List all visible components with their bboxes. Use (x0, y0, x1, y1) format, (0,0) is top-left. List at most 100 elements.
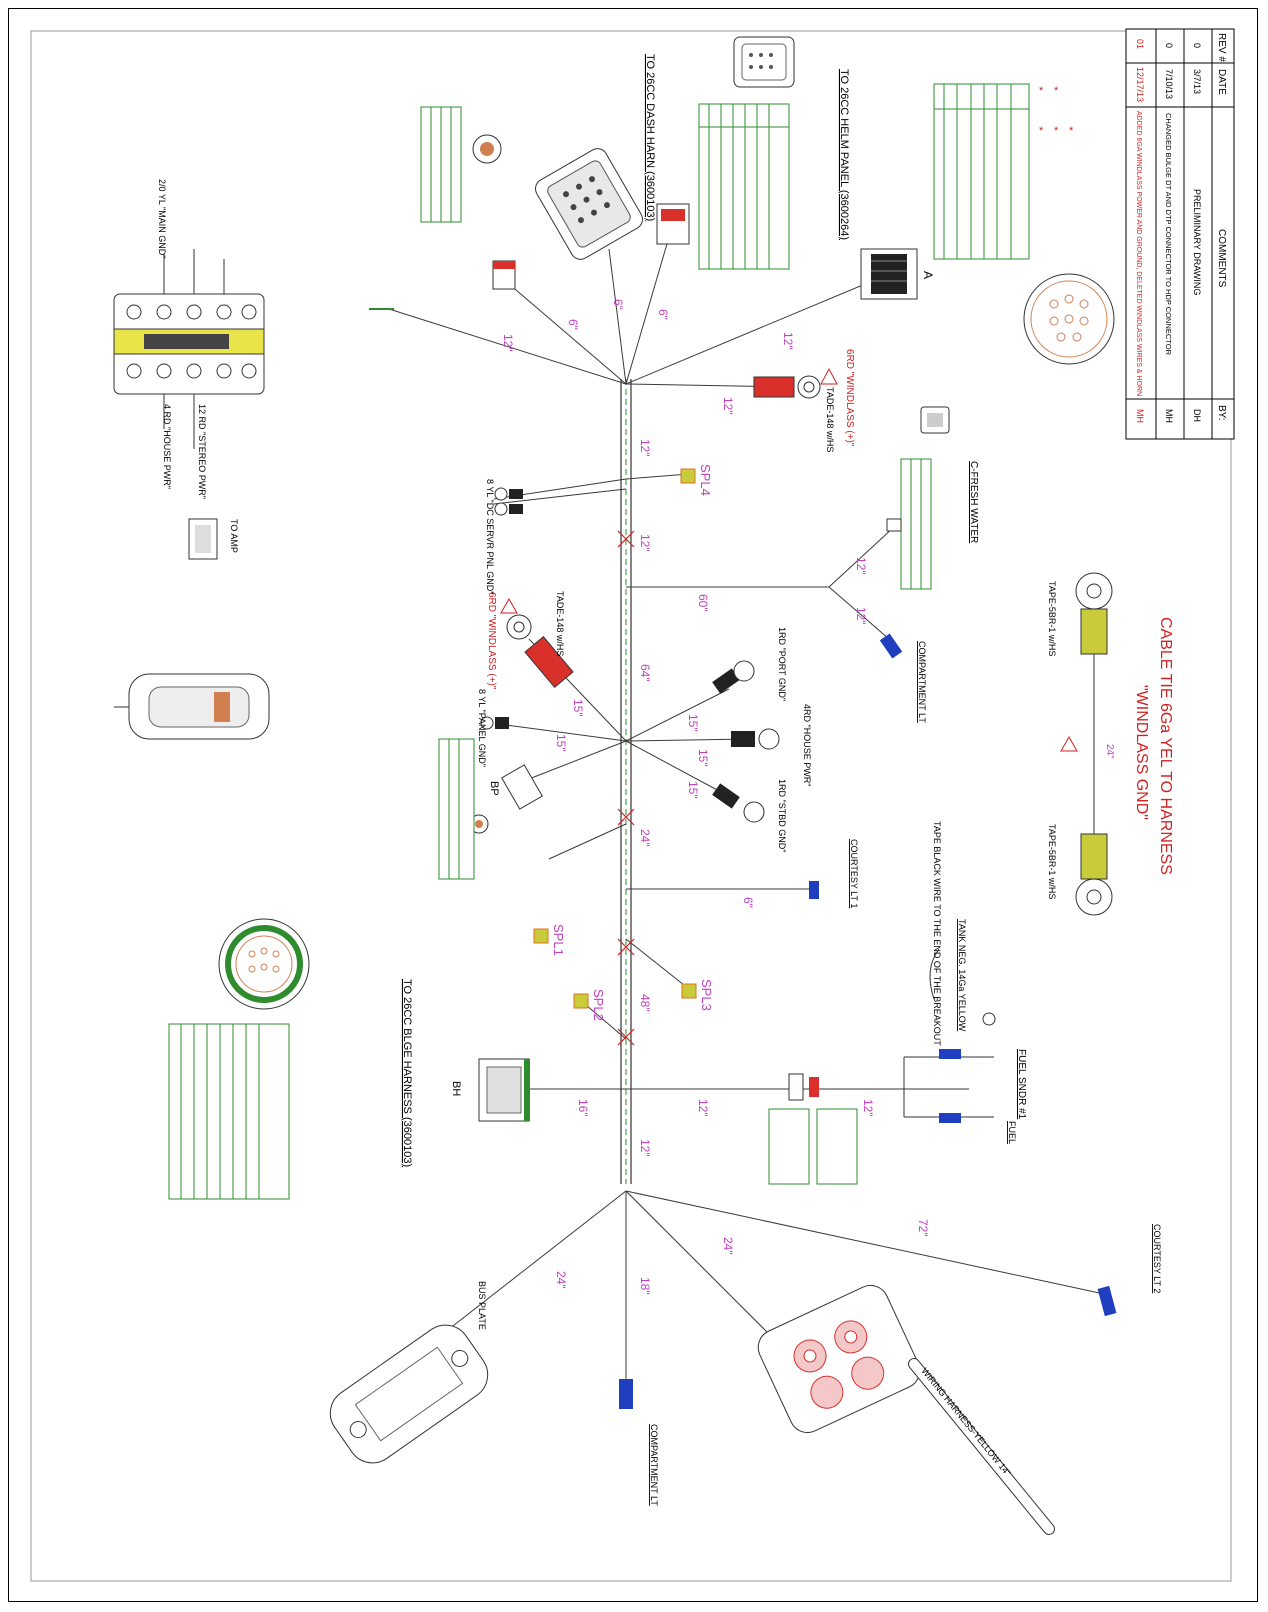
splice-label: SPL2 (591, 989, 606, 1021)
connector-a: A (860, 248, 935, 300)
length-label: 48" (638, 994, 652, 1012)
dash-connector-face (733, 36, 795, 88)
length-label: 15" (554, 734, 568, 752)
length-label: 12" (638, 534, 652, 552)
length-label: 72" (916, 1219, 930, 1237)
panel-gnd-label: 8 YL "PANEL GND" (477, 689, 487, 767)
amp-terminal (656, 203, 690, 245)
rev-row3-date: 12/17/13 (1135, 67, 1145, 102)
left-dsub (114, 673, 270, 740)
rev-header-date: DATE (1216, 69, 1227, 95)
rev-row2-rev: 0 (1164, 43, 1174, 48)
stbd-gnd-label: 1RD "STBD GND" (777, 779, 787, 852)
rev-markers: * * * * * (1039, 85, 1074, 137)
length-label: 12" (854, 607, 868, 625)
connector-a-label: A (921, 271, 935, 279)
ring-terminals-spl4: 8 YL "DC SERVR PNL GND" (485, 479, 523, 594)
rev-row3-rev: 01 (1135, 39, 1145, 49)
bilge-pin-table (168, 1023, 290, 1200)
svg-text:*: * (1054, 125, 1059, 137)
splice-label: SPL1 (551, 924, 566, 956)
wire-to-relay (508, 283, 627, 385)
length-label: 60" (696, 594, 710, 612)
dash-connector-table (698, 103, 790, 270)
bus-plate-label: BUS PLATE (477, 1281, 487, 1330)
rev-row2-date: 7/10/13 (1164, 69, 1174, 99)
courtesy-1-label: COURTESY LT 1 (849, 839, 859, 908)
port-gnd-label: 1RD "PORT GND" (777, 627, 787, 701)
cable-tie-callout-1: CABLE TIE 6Ga YEL TO HARNESS (1157, 617, 1174, 875)
wire-to-connector-a (625, 273, 890, 385)
relay-table (420, 106, 462, 223)
length-label: 12" (861, 1099, 875, 1117)
splice-label: SPL3 (699, 979, 714, 1011)
length-label: 6" (611, 299, 625, 310)
splice-label: SPL4 (698, 464, 713, 496)
harness-diagram: REV # DATE COMMENTS BY: 0 3/7/13 PRELIMI… (30, 28, 1235, 1582)
wire-ring-2 (493, 488, 627, 505)
rev-row1-rev: 0 (1192, 43, 1202, 48)
wire-bus-plate (448, 1190, 627, 1330)
length-label: 12" (854, 557, 868, 575)
wire-bp (528, 740, 627, 780)
wire-spl4 (625, 473, 690, 480)
wire-fresh-water (828, 526, 895, 588)
panel-gnd-terminal: 8 YL "PANEL GND" (477, 689, 509, 767)
wire-spl1-link (548, 823, 627, 860)
cable-tie-callout-2: "WINDLASS GND" (1133, 685, 1150, 820)
fresh-water-label: C-FRESH WATER (968, 461, 979, 543)
length-label: 6" (566, 319, 580, 330)
fuel-sndr-label: FUEL SNDR #1 (1016, 1049, 1027, 1120)
windlass-terminal-mid: 6RD "WINDLASS (+)" TADE-148 w/HS (486, 591, 574, 690)
stereo-pwr-label: 12 RD "STEREO PWR" (197, 404, 207, 499)
rev-row2-by: MH (1164, 409, 1174, 423)
bus-plate-device (329, 1324, 489, 1464)
courtesy-lt-lower: COMPARTMENT LT (619, 1379, 659, 1506)
rev-row2-comment: CHANGED BULGE DT AND DTP CONNECTOR TO HD… (1164, 113, 1173, 356)
length-label: 24" (554, 1271, 568, 1289)
inner-frame (30, 30, 1232, 1582)
wire-courtesy-2 (625, 1190, 1105, 1295)
connector-a-face (1023, 273, 1115, 365)
dash-plug (535, 148, 643, 260)
left-bus-bar: 2/0 YL "MAIN GND" 4 RD "HOUSE PWR" 12 RD… (113, 179, 265, 499)
bilge-round-connector (218, 918, 310, 1010)
wire-stbd-gnd (625, 740, 735, 800)
splice-spl2: SPL2 (573, 989, 606, 1021)
yellow-harness-tube: WIRING HARNESS-YELLOW 14" (908, 1358, 1055, 1535)
courtesy-lower-label: COMPARTMENT LT (649, 1424, 659, 1506)
courtesy-lt-2: COURTESY LT 2 (1097, 1224, 1162, 1317)
length-label: 12" (638, 439, 652, 457)
fresh-water-connector: C-FRESH WATER COMPARTMENT LT (879, 406, 979, 723)
svg-text:*: * (1039, 85, 1044, 97)
fuel-gauge-label: FUEL (1007, 1121, 1017, 1144)
wire-spl3-link (625, 938, 690, 990)
fuel-sender: FUEL SNDR #1 FUEL TANK NEG. 14Ga YELLOW … (768, 821, 1027, 1185)
rev-row1-by: DH (1192, 409, 1202, 422)
cable-tie-assembly: 24" TAPE-5BR-1 w/HS TAPE-5BR-1 w/HS (1047, 572, 1115, 916)
splice-spl4: SPL4 (680, 464, 713, 496)
courtesy-2-label: COURTESY LT 2 (1152, 1224, 1162, 1293)
length-label: 12" (501, 334, 515, 352)
tank-neg-label: TANK NEG. 14Ga YELLOW (957, 919, 967, 1032)
svg-text:*: * (1069, 125, 1074, 137)
dash-harn-callout: TO 26CC DASH HARN (3600103) (644, 54, 656, 221)
length-label: 64" (638, 664, 652, 682)
terminal-part-note: TADE-148 w/HS (825, 387, 835, 452)
wire-panel-gnd (498, 723, 627, 742)
length-label: 24" (721, 1237, 735, 1255)
tie-length: 24" (1104, 744, 1115, 759)
windlass-callout-mid: 6RD "WINDLASS (+)" (486, 592, 497, 690)
house-pwr-terminal: 4RD "HOUSE PWR" (731, 704, 812, 786)
helm-panel-callout: TO 26CC HELM PANEL (3600264) (838, 69, 850, 240)
house-pwr-2-label: 4RD "HOUSE PWR" (802, 704, 812, 786)
rev-header-by: BY: (1216, 405, 1227, 421)
harness-tube-label: WIRING HARNESS-YELLOW 14" (919, 1366, 1012, 1478)
wire-to-helm (625, 236, 670, 385)
splice-spl1: SPL1 (533, 924, 566, 956)
wire-to-gauge (388, 308, 627, 385)
length-label: 6" (656, 309, 670, 320)
length-label: 15" (571, 699, 585, 717)
bp-connector: BP (438, 738, 543, 880)
rev-row3-by: MH (1135, 409, 1145, 423)
